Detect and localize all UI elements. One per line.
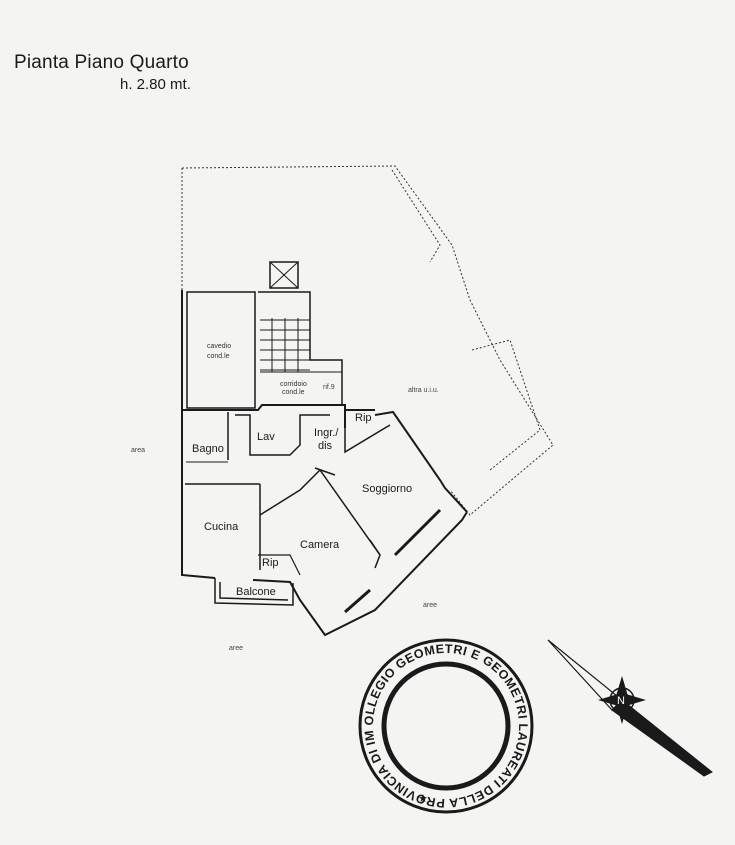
neighbour-outline bbox=[181, 165, 554, 516]
balcone-label: Balcone bbox=[236, 586, 276, 598]
ingr-label-2: dis bbox=[318, 440, 333, 452]
cavedio-label-1: cavedio bbox=[207, 343, 231, 350]
altra-uiu-label: altra u.i.u. bbox=[408, 387, 439, 394]
soggiorno-label: Soggiorno bbox=[362, 483, 412, 495]
page-title: Pianta Piano Quarto bbox=[14, 52, 189, 73]
window-marks bbox=[344, 508, 442, 614]
area-left-label: area bbox=[131, 447, 145, 454]
cavedio-label-2: cond.le bbox=[207, 353, 230, 360]
unit-walls bbox=[181, 261, 468, 637]
rip-top-label: Rip bbox=[355, 412, 372, 424]
north-arrow-icon: N bbox=[547, 639, 713, 777]
ingr-label-1: Ingr./ bbox=[314, 427, 339, 439]
ref-mark: rif.9 bbox=[323, 384, 335, 391]
area-right-label: aree bbox=[423, 602, 437, 609]
bagno-label: Bagno bbox=[192, 443, 224, 455]
camera-label: Camera bbox=[300, 539, 340, 551]
stair-treads bbox=[260, 318, 342, 373]
stamp-star: ★ bbox=[418, 793, 428, 805]
corridoio-label-1: corridoio bbox=[280, 381, 307, 388]
cucina-label: Cucina bbox=[204, 521, 239, 533]
floor-height: h. 2.80 mt. bbox=[120, 76, 191, 93]
balcone-outline bbox=[214, 578, 294, 606]
lav-label: Lav bbox=[257, 431, 275, 443]
svg-text:N: N bbox=[617, 695, 625, 707]
area-bottom-label: aree bbox=[229, 645, 243, 652]
rip-bottom-label: Rip bbox=[262, 557, 279, 569]
corridoio-label-2: cond.le bbox=[282, 389, 305, 396]
